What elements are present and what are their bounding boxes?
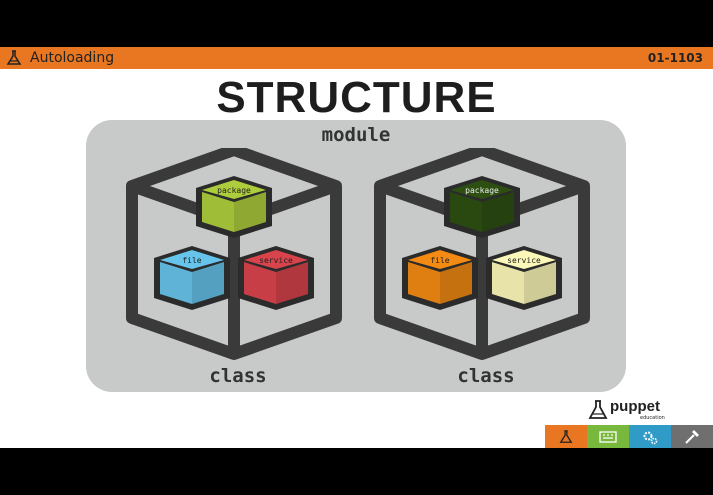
lab-button[interactable] xyxy=(545,425,587,448)
file-cube-label: file xyxy=(430,256,449,265)
class-diagram-1: package file service xyxy=(126,148,342,362)
lab-flask-icon xyxy=(6,50,22,65)
class-diagram-2: package file service xyxy=(374,148,590,362)
file-cube: file xyxy=(402,246,478,310)
service-cube-label: service xyxy=(259,256,293,265)
tools-button[interactable] xyxy=(671,425,713,448)
file-cube-label: file xyxy=(182,256,201,265)
slide-toolbar xyxy=(545,425,713,448)
puppet-education-logo: puppet education xyxy=(588,398,678,424)
gears-icon xyxy=(643,431,658,444)
slide-title: STRUCTURE xyxy=(216,73,497,122)
header-bar: Autoloading 01-1103 xyxy=(0,47,713,69)
module-panel: module package file xyxy=(86,120,626,392)
slide-code: 01-1103 xyxy=(647,51,703,65)
module-label: module xyxy=(321,124,391,146)
class-label-2: class xyxy=(457,365,515,387)
class-label-1: class xyxy=(209,365,267,387)
service-cube-label: service xyxy=(507,256,541,265)
settings-button[interactable] xyxy=(629,425,671,448)
file-cube: file xyxy=(154,246,230,310)
lab-flask-icon xyxy=(559,429,573,443)
package-cube-label: package xyxy=(217,186,251,195)
brand-sub: education xyxy=(640,415,665,421)
service-cube: service xyxy=(238,246,314,310)
hammer-icon xyxy=(685,429,699,444)
brand-name: puppet xyxy=(610,398,660,415)
service-cube: service xyxy=(486,246,562,310)
keyboard-icon xyxy=(599,430,617,443)
package-cube-label: package xyxy=(465,186,499,195)
keyboard-button[interactable] xyxy=(587,425,629,448)
section-title: Autoloading xyxy=(30,50,115,66)
slide: Autoloading 01-1103 STRUCTURE module pac… xyxy=(0,47,713,448)
package-cube: package xyxy=(196,176,272,238)
puppet-logo-icon xyxy=(588,400,608,419)
package-cube: package xyxy=(444,176,520,238)
